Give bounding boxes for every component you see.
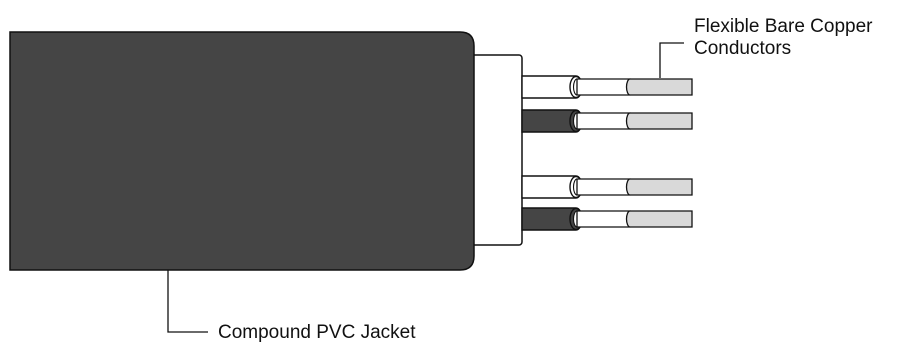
bare-copper-strand: [625, 78, 693, 96]
conductors-label: Flexible Bare Copper Conductors: [694, 16, 872, 60]
bare-copper-strand: [625, 178, 693, 196]
conductor-group: [521, 75, 693, 231]
bare-copper-strand: [625, 112, 693, 130]
conductor-inner-insulation: [576, 178, 635, 196]
jacket-label: Compound PVC Jacket: [218, 322, 416, 343]
pvc-jacket: [9, 31, 475, 271]
conductor-inner-insulation: [576, 210, 635, 228]
conductor-inner-insulation: [576, 78, 635, 96]
bare-copper-strand: [625, 210, 693, 228]
conductor-inner-insulation: [576, 112, 635, 130]
conductors-label-line1: Flexible Bare Copper: [694, 16, 873, 37]
jacket-leader-line: [167, 270, 208, 333]
conductors-leader-line: [659, 42, 684, 78]
conductors-label-line2: Conductors: [694, 38, 792, 59]
